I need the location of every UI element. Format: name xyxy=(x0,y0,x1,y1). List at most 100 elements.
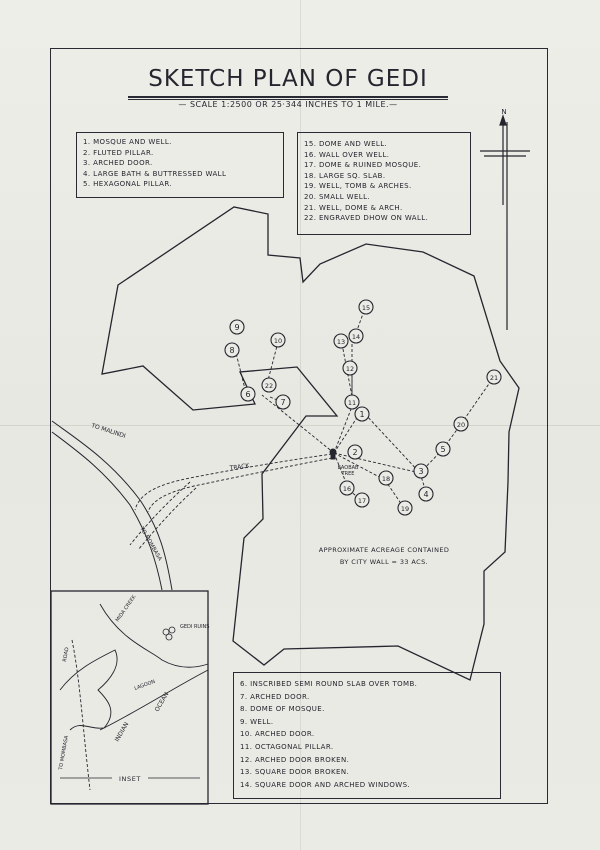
inset-ocean-label: OCEAN xyxy=(154,691,171,713)
legend-item: 16. WALL OVER WELL. xyxy=(304,150,390,159)
legend-box-top-left: 1. MOSQUE AND WELL. 2. FLUTED PILLAR. 3.… xyxy=(76,132,284,198)
site-marker-12 xyxy=(342,360,358,376)
inset-ruin-dot xyxy=(165,633,173,641)
inset-ruin-dot xyxy=(168,626,176,634)
site-marker-number-6: 6 xyxy=(245,390,250,399)
legend-item: 21. WELL, DOME & ARCH. xyxy=(304,203,403,212)
fold-line-vertical xyxy=(300,0,301,850)
legend-item: 10. ARCHED DOOR. xyxy=(240,730,315,739)
to-mombasa-label: TO MOMBASA xyxy=(138,525,163,562)
inset-map xyxy=(50,590,209,805)
site-marker-17 xyxy=(354,492,370,508)
baobab-label: BAOBAB xyxy=(338,465,360,471)
site-marker-14 xyxy=(348,328,364,344)
legend-item: 22. ENGRAVED DHOW ON WALL. xyxy=(304,214,429,223)
site-marker-21 xyxy=(486,369,502,385)
inset-coast xyxy=(99,603,209,668)
site-marker-1 xyxy=(354,406,370,422)
site-marker-number-15: 15 xyxy=(362,304,370,312)
legend-item: 8. DOME OF MOSQUE. xyxy=(240,705,325,714)
baobab-tree-icon xyxy=(329,448,337,460)
inset-creek-outline xyxy=(59,649,118,731)
legend-item: 17. DOME & RUINED MOSQUE. xyxy=(304,161,422,170)
inset-lagoon-label: LAGOON xyxy=(134,679,157,692)
legend-item: 20. SMALL WELL. xyxy=(304,192,371,201)
site-marker-number-17: 17 xyxy=(358,497,366,505)
site-marker-7 xyxy=(275,394,291,410)
site-marker-number-13: 13 xyxy=(337,338,345,346)
track-path xyxy=(129,453,333,551)
legend-item: 19. WELL, TOMB & ARCHES. xyxy=(304,182,412,191)
legend-item: 7. ARCHED DOOR. xyxy=(240,692,310,701)
track-label: TRACK xyxy=(228,462,251,472)
north-label: N xyxy=(501,108,506,116)
site-marker-number-3: 3 xyxy=(418,467,423,476)
site-marker-number-14: 14 xyxy=(352,333,360,341)
north-arrow xyxy=(480,114,530,330)
legend-item: 1. MOSQUE AND WELL. xyxy=(83,138,172,146)
north-arrow-head xyxy=(499,114,507,126)
title-underline xyxy=(128,96,448,98)
site-marker-number-22: 22 xyxy=(265,382,273,390)
scale-note: — SCALE 1:2500 OR 25·344 INCHES TO 1 MIL… xyxy=(178,100,398,109)
site-marker-9 xyxy=(229,319,245,335)
acreage-line-1: APPROXIMATE ACREAGE CONTAINED xyxy=(319,546,450,554)
site-marker-number-7: 7 xyxy=(280,398,285,407)
site-marker-number-21: 21 xyxy=(490,374,498,382)
site-marker-number-16: 16 xyxy=(343,485,351,493)
map-title: SKETCH PLAN OF GEDI xyxy=(148,66,428,92)
site-marker-number-10: 10 xyxy=(274,337,282,345)
legend-item: 15. DOME AND WELL. xyxy=(304,140,388,148)
legend-item: 6. INSCRIBED SEMI ROUND SLAB OVER TOMB. xyxy=(240,680,418,688)
site-marker-19 xyxy=(397,500,413,516)
site-marker-3 xyxy=(413,463,429,479)
legend-item: 2. FLUTED PILLAR. xyxy=(83,148,154,157)
legend-item: 9. WELL. xyxy=(240,717,274,726)
inset-mida-creek-label: MIDA CREEK xyxy=(115,594,138,624)
inset-to-mombasa-label: TO MOMBASA xyxy=(58,735,70,772)
inset-label: INSET xyxy=(119,775,141,783)
inset-gedi-ruins-label: GEDI RUINS xyxy=(180,624,209,630)
site-marker-15 xyxy=(358,299,374,315)
legend-item: 3. ARCHED DOOR. xyxy=(83,159,153,167)
inset-label-bg xyxy=(112,774,148,782)
site-marker-5 xyxy=(435,441,451,457)
site-marker-number-2: 2 xyxy=(352,448,357,457)
site-marker-number-9: 9 xyxy=(234,323,239,332)
site-marker-2 xyxy=(347,444,363,460)
inset-frame xyxy=(50,590,209,805)
inset-road-label: ROAD xyxy=(62,647,70,663)
site-marker-number-19: 19 xyxy=(401,505,409,513)
legend-box-bottom: 6. INSCRIBED SEMI ROUND SLAB OVER TOMB. … xyxy=(233,672,501,799)
legend-item: 14. SQUARE DOOR AND ARCHED WINDOWS. xyxy=(240,780,411,789)
site-marker-8 xyxy=(224,342,240,358)
site-marker-6 xyxy=(240,386,256,402)
inset-ruin-dot xyxy=(162,628,170,636)
site-marker-20 xyxy=(453,416,469,432)
legend-item: 18. LARGE SQ. SLAB. xyxy=(304,171,386,180)
tree-label: TREE xyxy=(341,471,355,477)
inset-reef-line xyxy=(99,669,209,731)
legend-item: 11. OCTAGONAL PILLAR. xyxy=(240,742,334,751)
site-marker-16 xyxy=(339,480,355,496)
site-marker-number-20: 20 xyxy=(457,421,465,429)
to-malindi-label: TO MALINDI xyxy=(89,422,126,440)
map-border-frame xyxy=(50,48,548,804)
site-marker-number-11: 11 xyxy=(348,399,356,407)
malindi-road xyxy=(51,420,173,591)
inset-road xyxy=(71,639,91,791)
site-marker-number-4: 4 xyxy=(423,490,428,499)
site-marker-number-8: 8 xyxy=(229,346,234,355)
fold-line-horizontal xyxy=(0,425,600,426)
site-marker-number-5: 5 xyxy=(440,445,445,454)
inset-indian-label: INDIAN xyxy=(114,721,131,743)
site-marker-number-1: 1 xyxy=(359,410,364,419)
site-marker-22 xyxy=(261,377,277,393)
site-marker-13 xyxy=(333,333,349,349)
site-marker-11 xyxy=(344,394,360,410)
city-wall-outline xyxy=(101,206,520,681)
title-underline-second xyxy=(128,99,448,100)
site-marker-4 xyxy=(418,486,434,502)
site-marker-18 xyxy=(378,470,394,486)
